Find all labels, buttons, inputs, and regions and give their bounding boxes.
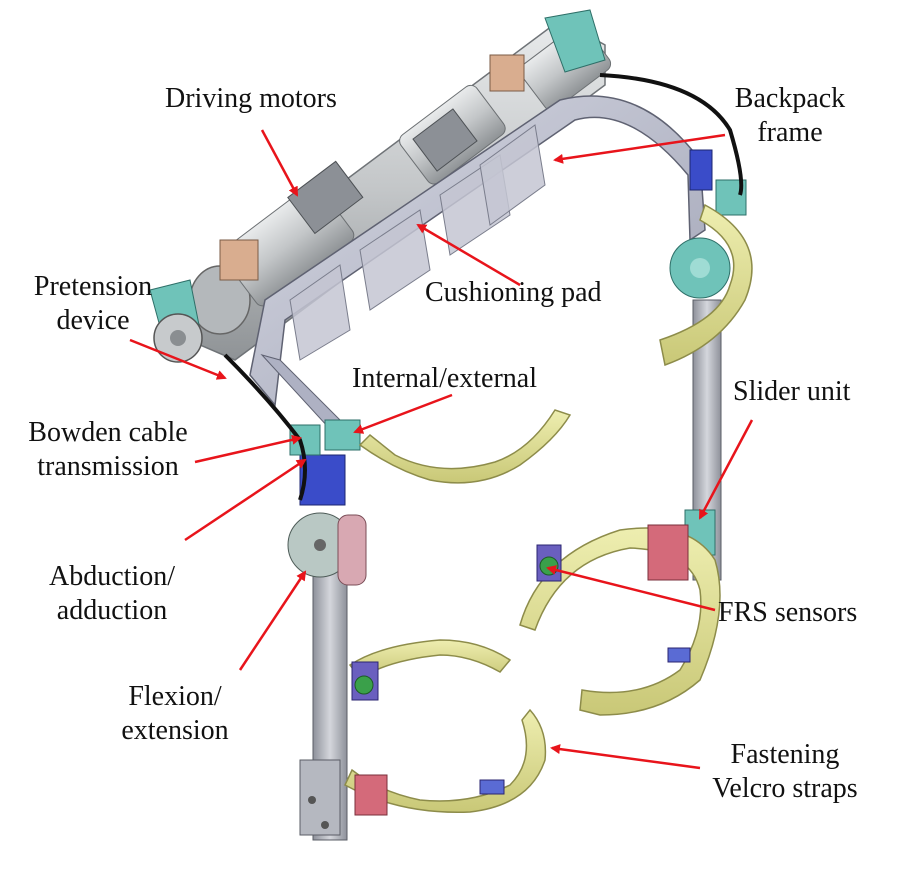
arrow-backpack-frame xyxy=(553,133,726,164)
label-bowden-line2: transmission xyxy=(37,451,179,482)
label-flexion: Flexion/ extension xyxy=(105,680,245,748)
label-backpack-frame-line1: Backpack xyxy=(734,83,846,114)
label-pretension-device: Pretension device xyxy=(18,270,168,338)
label-abduction-line1: Abduction/ xyxy=(49,561,175,592)
label-abduction-line2: adduction xyxy=(56,595,168,626)
right-hip-strap xyxy=(659,203,753,367)
arrow-fastening xyxy=(550,744,701,770)
label-flexion-line1: Flexion/ xyxy=(128,681,222,712)
left-hip-strap xyxy=(358,409,572,484)
arrow-abduction xyxy=(184,458,307,542)
arrow-driving-motors xyxy=(260,129,299,197)
label-internal-external: Internal/external xyxy=(352,363,538,394)
left-thigh-rail xyxy=(287,419,367,841)
label-cushioning-pad: Cushioning pad xyxy=(425,277,602,308)
driving-motors xyxy=(149,9,612,363)
label-fastening-line1: Fastening xyxy=(730,739,840,770)
arrow-bowden-cable xyxy=(194,434,302,464)
label-flexion-line2: extension xyxy=(121,715,229,746)
label-backpack-frame: Backpack frame xyxy=(725,82,855,150)
arrow-internal-external xyxy=(353,393,453,434)
label-pretension-line1: Pretension xyxy=(33,271,153,302)
label-slider-unit: Slider unit xyxy=(733,376,851,407)
label-fastening-line2: Velcro straps xyxy=(712,773,858,804)
arrow-pretension-device xyxy=(129,338,227,380)
label-pretension-line2: device xyxy=(56,305,130,336)
label-driving-motors: Driving motors xyxy=(165,83,337,114)
label-fastening-straps: Fastening Velcro straps xyxy=(695,738,875,806)
arrow-flexion xyxy=(238,570,307,671)
left-thigh-strap xyxy=(344,639,547,816)
label-bowden-line1: Bowden cable xyxy=(28,417,188,448)
right-thigh-strap xyxy=(519,524,721,716)
label-bowden-cable: Bowden cable transmission xyxy=(8,416,208,484)
arrow-slider-unit xyxy=(698,419,754,520)
arrow-frs-sensors xyxy=(546,565,716,612)
arrow-cushioning-pad xyxy=(416,223,521,287)
label-frs-sensors: FRS sensors xyxy=(718,597,858,628)
label-backpack-frame-line2: frame xyxy=(757,117,823,148)
label-abduction: Abduction/ adduction xyxy=(32,560,192,628)
cushioning-pads xyxy=(289,124,546,361)
callout-arrows xyxy=(129,129,754,770)
